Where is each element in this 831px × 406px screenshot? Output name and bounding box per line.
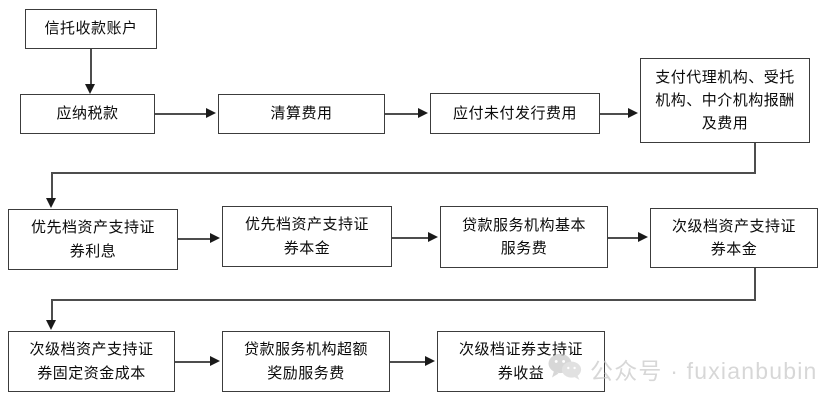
flow-node-label: 次级档证券支持证 券收益 <box>458 341 583 382</box>
edge-wrap1-left <box>51 172 756 174</box>
edge-tax-to-liquidation <box>155 113 207 115</box>
edge-excess-reward-to-sub-yield <box>390 361 425 363</box>
edge-wrap1-into-row2 <box>51 172 53 202</box>
flow-node-subordinate-abs-principal[interactable]: 次级档资产支持证 券本金 <box>650 208 818 268</box>
edge-senior-interest-to-principal <box>178 238 211 240</box>
flow-node-agency-trustee-intermediary-fees[interactable]: 支付代理机构、受托 机构、中介机构报酬 及费用 <box>640 58 810 143</box>
edge-arrow-down <box>46 198 56 208</box>
edge-arrow-right <box>418 108 428 118</box>
edge-arrow-right <box>638 232 648 242</box>
edge-arrow-right <box>425 356 435 366</box>
edge-trust-account-to-tax <box>90 49 92 85</box>
flow-node-label: 信托收款账户 <box>44 20 138 38</box>
flow-node-label: 贷款服务机构基本 服务费 <box>461 216 586 257</box>
flow-node-trust-receipt-account[interactable]: 信托收款账户 <box>25 9 157 49</box>
flow-node-label: 次级档资产支持证 券本金 <box>671 217 796 258</box>
edge-senior-principal-to-servicing-fee <box>392 237 429 239</box>
edge-wrap1-down <box>754 143 756 173</box>
flow-node-label: 清算费用 <box>270 105 333 123</box>
flow-node-unpaid-issuance-fee[interactable]: 应付未付发行费用 <box>430 93 600 134</box>
flow-node-label: 次级档资产支持证 券固定资金成本 <box>29 341 154 382</box>
edge-wrap2-down <box>754 268 756 300</box>
flow-node-label: 支付代理机构、受托 机构、中介机构报酬 及费用 <box>655 68 795 133</box>
flow-node-senior-abs-interest[interactable]: 优先档资产支持证 券利息 <box>8 209 178 270</box>
edge-arrow-right <box>628 108 638 118</box>
flow-node-subordinate-abs-yield[interactable]: 次级档证券支持证 券收益 <box>437 331 605 392</box>
flow-node-taxes-payable[interactable]: 应纳税款 <box>20 94 155 134</box>
edge-arrow-down <box>85 84 95 94</box>
flow-node-label: 应纳税款 <box>56 105 119 123</box>
edge-fixed-cost-to-excess-reward <box>175 361 211 363</box>
edge-arrow-right <box>210 233 220 243</box>
flow-node-label: 优先档资产支持证 券利息 <box>30 219 155 260</box>
flow-node-label: 优先档资产支持证 券本金 <box>244 216 369 257</box>
flow-node-senior-abs-principal[interactable]: 优先档资产支持证 券本金 <box>222 206 392 267</box>
edge-liquidation-to-issuance <box>385 113 419 115</box>
flow-node-liquidation-fee[interactable]: 清算费用 <box>218 94 385 134</box>
edge-arrow-down <box>46 320 56 330</box>
edge-wrap2-into-row3 <box>51 299 53 324</box>
edge-servicing-fee-to-sub-principal <box>608 237 639 239</box>
edge-arrow-right <box>206 108 216 118</box>
flow-node-label: 贷款服务机构超额 奖励服务费 <box>243 341 368 382</box>
edge-arrow-right <box>428 232 438 242</box>
watermark-text: 公众号 · fuxianbubin <box>590 358 818 384</box>
flow-node-subordinate-abs-fixed-capital-cost[interactable]: 次级档资产支持证 券固定资金成本 <box>8 331 175 392</box>
flow-node-loan-servicer-excess-reward-fee[interactable]: 贷款服务机构超额 奖励服务费 <box>222 331 390 392</box>
edge-issuance-to-agency <box>600 113 629 115</box>
flow-node-loan-servicer-base-fee[interactable]: 贷款服务机构基本 服务费 <box>440 206 608 268</box>
edge-wrap2-left <box>51 299 756 301</box>
edge-arrow-right <box>210 356 220 366</box>
flow-node-label: 应付未付发行费用 <box>452 104 577 122</box>
